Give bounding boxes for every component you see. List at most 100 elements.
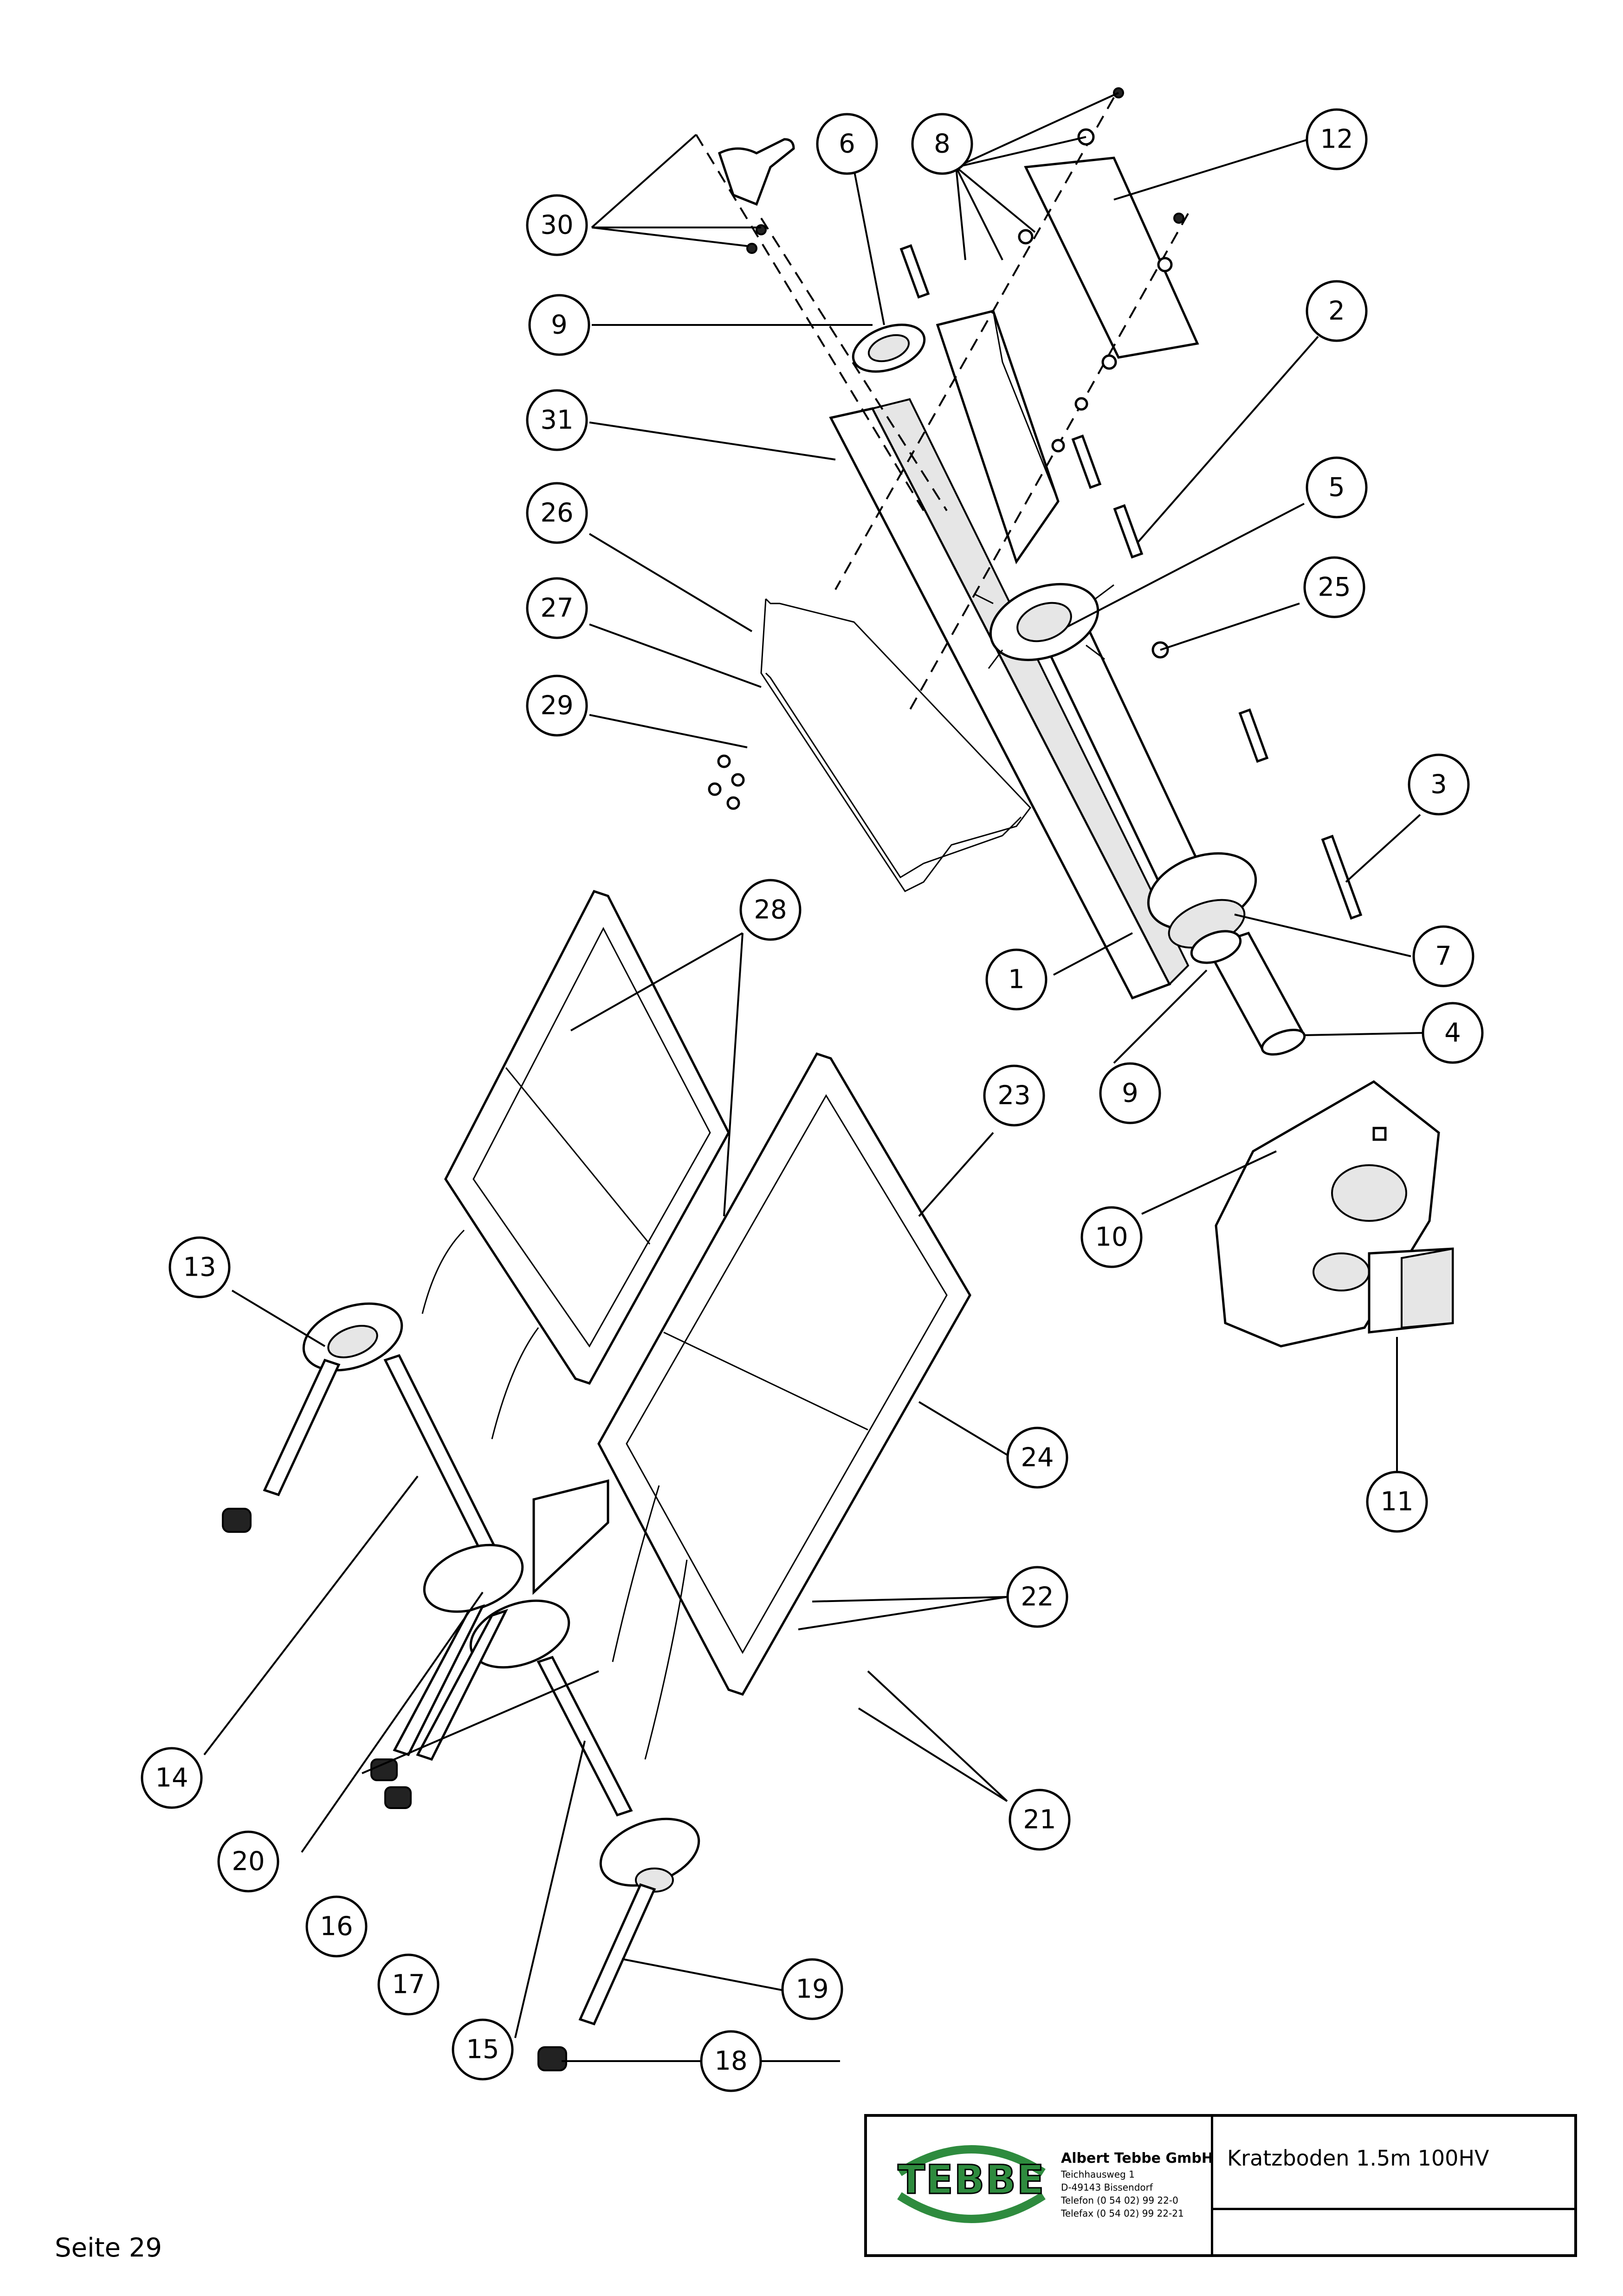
company-street: Teichhausweg 1: [1061, 2169, 1135, 2180]
callout-20-label: 20: [232, 1847, 265, 1877]
callout-18-label: 18: [714, 2046, 747, 2076]
callout-5: 5: [1306, 456, 1368, 519]
drawing-title: Kratzboden 1.5m 100HV: [1227, 2146, 1489, 2171]
frame-23-outer: [597, 1052, 971, 1696]
callout-30-label: 30: [540, 210, 573, 240]
callout-29: 29: [526, 675, 588, 737]
frame-28-outer: [444, 889, 730, 1385]
page-number: Seite 29: [55, 2233, 162, 2263]
callout-29-label: 29: [540, 691, 573, 721]
bracket-30: [718, 138, 795, 206]
bearing-left-1: [370, 1758, 398, 1781]
title-block-empty-cell: [1213, 2210, 1574, 2254]
callout-16-label: 16: [320, 1912, 353, 1942]
callout-20: 20: [217, 1830, 279, 1893]
callout-12-label: 12: [1320, 124, 1353, 155]
housing-channel-side: [871, 398, 1190, 986]
hydraulic-motor-side: [1401, 1247, 1454, 1329]
upper-drive-assembly: [695, 87, 1363, 1056]
bearing-18-left: [222, 1508, 252, 1533]
callout-2: 2: [1306, 280, 1368, 342]
shaft-20: [393, 1604, 485, 1757]
sprocket-upper: [974, 583, 1114, 669]
company-phone: Telefon (0 54 02) 99 22-0: [1061, 2195, 1178, 2206]
bolt-axis-2: [760, 217, 948, 512]
callout-4-label: 4: [1444, 1018, 1461, 1048]
frame-23-inner: [626, 1094, 948, 1654]
lower-shafts: [222, 1302, 700, 2071]
callout-3-label: 3: [1430, 770, 1447, 800]
callout-31: 31: [526, 389, 588, 451]
frame-28-inner: [472, 927, 711, 1348]
callout-21: 21: [1009, 1789, 1071, 1851]
callout-26: 26: [526, 482, 588, 544]
callout-21-label: 21: [1023, 1805, 1056, 1835]
callout-18: 18: [700, 2030, 762, 2092]
bearing-left-2: [384, 1786, 412, 1809]
callout-16: 16: [305, 1895, 368, 1958]
callout-14-label: 14: [155, 1763, 188, 1793]
company-fax: Telefax (0 54 02) 99 22-21: [1061, 2208, 1184, 2219]
callout-11-label: 11: [1380, 1487, 1413, 1517]
scraper-frame-upper: [444, 889, 730, 1385]
callout-7: 7: [1412, 925, 1474, 987]
callout-9b: 9: [1099, 1062, 1161, 1124]
shaft-14: [383, 1354, 503, 1566]
bearing-18: [537, 2046, 567, 2071]
company-name: Albert Tebbe GmbH: [1061, 2150, 1213, 2166]
callout-4: 4: [1422, 1002, 1484, 1064]
bolt-axis-1: [695, 134, 925, 512]
shaft-15: [537, 1655, 633, 1817]
callout-22-label: 22: [1021, 1582, 1054, 1612]
gearbox-bolt: [1372, 1127, 1387, 1141]
callout-17: 17: [377, 1953, 440, 2016]
callout-27: 27: [526, 577, 588, 639]
key-loose-2: [1071, 435, 1102, 489]
bracket-17: [532, 1479, 609, 1595]
gearbox-assembly: [1215, 1080, 1454, 1348]
callout-22: 22: [1006, 1566, 1068, 1628]
callout-11: 11: [1366, 1471, 1428, 1533]
callout-6: 6: [816, 113, 878, 175]
plate-12: [1024, 156, 1199, 359]
callout-19: 19: [781, 1958, 843, 2020]
chain-line-4: [644, 1559, 688, 1760]
callout-14: 14: [141, 1747, 203, 1809]
callout-23-label: 23: [997, 1081, 1030, 1111]
sprocket-13-hub: [327, 1325, 378, 1358]
callout-15: 15: [452, 2018, 514, 2081]
callout-1: 1: [985, 948, 1048, 1011]
callout-1-label: 1: [1008, 965, 1025, 995]
callout-12: 12: [1306, 108, 1368, 170]
callout-28: 28: [739, 879, 802, 941]
callout-30: 30: [526, 194, 588, 256]
frame-28-crossbar: [505, 1067, 651, 1245]
callout-8: 8: [911, 113, 973, 175]
callout-10: 10: [1080, 1206, 1143, 1268]
key-6: [899, 244, 930, 299]
callout-3: 3: [1408, 753, 1470, 816]
company-city: D-49143 Bissendorf: [1061, 2182, 1153, 2193]
callout-9b-label: 9: [1122, 1078, 1138, 1109]
callout-5-label: 5: [1328, 473, 1345, 503]
shaft-19: [578, 1883, 656, 2026]
shaft-20b: [416, 1608, 508, 1761]
sprocket-lower: [1147, 852, 1257, 964]
scraper-bar: [760, 598, 1031, 892]
gearbox-boss: [1313, 1252, 1370, 1291]
callout-24: 24: [1006, 1427, 1068, 1489]
callout-9a: 9: [528, 294, 590, 356]
callout-13-label: 13: [183, 1252, 216, 1283]
callout-28-label: 28: [754, 895, 787, 925]
callout-25-label: 25: [1318, 572, 1351, 603]
bearing-upper: [852, 324, 926, 373]
callout-31-label: 31: [540, 405, 573, 435]
key-2: [1113, 504, 1144, 559]
fasteners-upper: [708, 87, 1184, 810]
key-3: [1321, 835, 1363, 920]
frame-23-crossbar: [663, 1331, 868, 1431]
stub-shaft-left: [263, 1358, 341, 1497]
chain-line-2: [491, 1327, 539, 1440]
tebbe-logo: TEBBE: [897, 2145, 1046, 2223]
